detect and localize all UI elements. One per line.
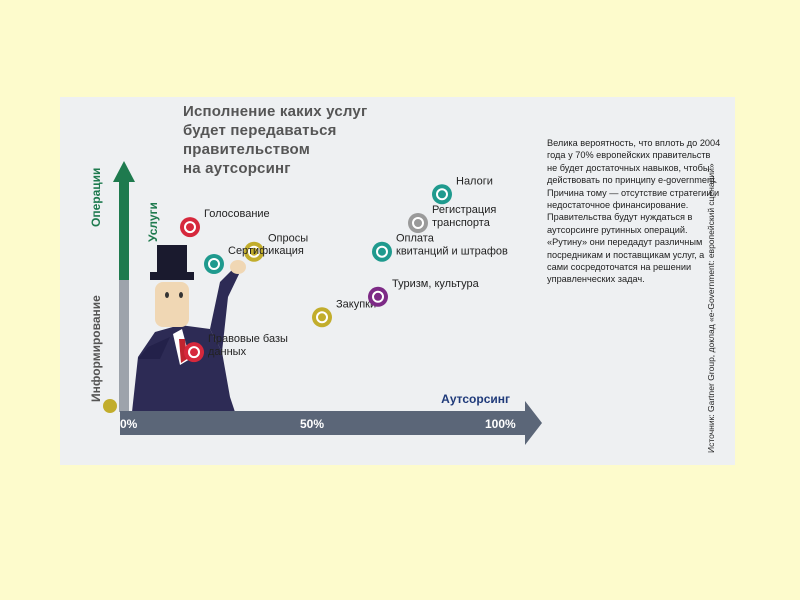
point-label: Голосование (204, 208, 270, 220)
businessman-figure (132, 245, 246, 412)
x-axis: Аутсорсинг (120, 392, 542, 445)
data-point: Налоги (432, 175, 493, 205)
y-axis-label-services: Услуги (146, 202, 160, 242)
y-axis: Услуги Операции Информирование (89, 161, 160, 412)
x-tick-label: 0% (120, 417, 138, 431)
point-label: Опросы (268, 233, 308, 245)
x-axis-label: Аутсорсинг (441, 392, 510, 406)
title-line: правительством (183, 141, 311, 158)
point-label: Закупки (336, 298, 376, 310)
chart-title: Исполнение каких услуг будет передаватьс… (183, 102, 463, 178)
chart-canvas: Услуги Операции Информирование Аутсорсин… (89, 161, 542, 445)
point-label: Туризм, культура (392, 278, 480, 290)
corner-dot (103, 399, 117, 413)
data-point: Закупки (312, 298, 376, 328)
infographic-card: Услуги Операции Информирование Аутсорсин… (60, 97, 735, 465)
y-axis-label-operations: Операции (89, 168, 103, 227)
title-line: будет передаваться (183, 122, 337, 139)
point-label: Налоги (456, 175, 493, 187)
data-point: Голосование (180, 208, 270, 238)
x-tick-label: 50% (300, 417, 324, 431)
point-label: Сертификация (228, 245, 304, 257)
data-point: Опросы (244, 233, 308, 262)
y-axis-upper-bar (119, 180, 129, 280)
source-caption: Источник: Gartner Group, доклад «e-Gover… (706, 163, 716, 453)
data-point: Туризм, культура (368, 278, 480, 307)
side-note: Велика вероятность, что вплоть до 2004 г… (547, 138, 721, 285)
title-line: Исполнение каких услуг (183, 103, 368, 120)
y-axis-lower-bar (119, 275, 129, 412)
x-tick-label: 100% (485, 417, 516, 431)
y-axis-label-information: Информирование (89, 295, 103, 402)
data-point: Сертификация (204, 245, 304, 274)
y-axis-arrowhead (113, 161, 135, 182)
data-points: ГолосованиеОпросыСертификацияЗакупкиПрав… (180, 175, 508, 363)
x-axis-arrow (120, 401, 542, 445)
title-line: на аутсорсинг (183, 160, 291, 177)
x-axis-ticks: 0% 50% 100% (120, 417, 516, 431)
